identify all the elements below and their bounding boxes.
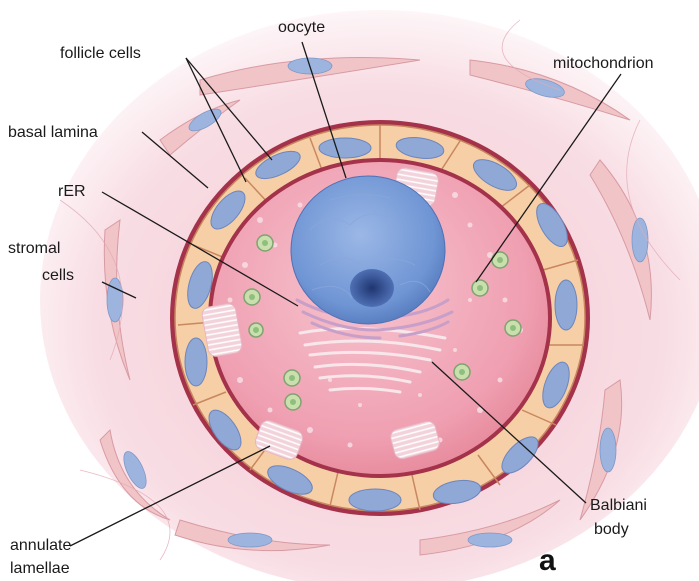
panel-label: a <box>539 544 556 577</box>
label-follicle-cells: follicle cells <box>60 45 141 62</box>
label-annulate-line2: lamellae <box>10 560 70 577</box>
nucleus <box>291 176 445 324</box>
label-oocyte: oocyte <box>278 19 325 36</box>
label-balbiani-line1: Balbiani <box>590 497 647 514</box>
label-rer: rER <box>58 183 86 200</box>
label-annulate-line1: annulate <box>10 537 71 554</box>
nucleolus <box>350 269 394 307</box>
label-basal-lamina: basal lamina <box>8 124 98 141</box>
label-stromal-line1: stromal <box>8 240 60 257</box>
label-mitochondrion: mitochondrion <box>553 55 654 72</box>
label-stromal-line2: cells <box>42 267 74 284</box>
label-balbiani-line2: body <box>594 521 629 538</box>
